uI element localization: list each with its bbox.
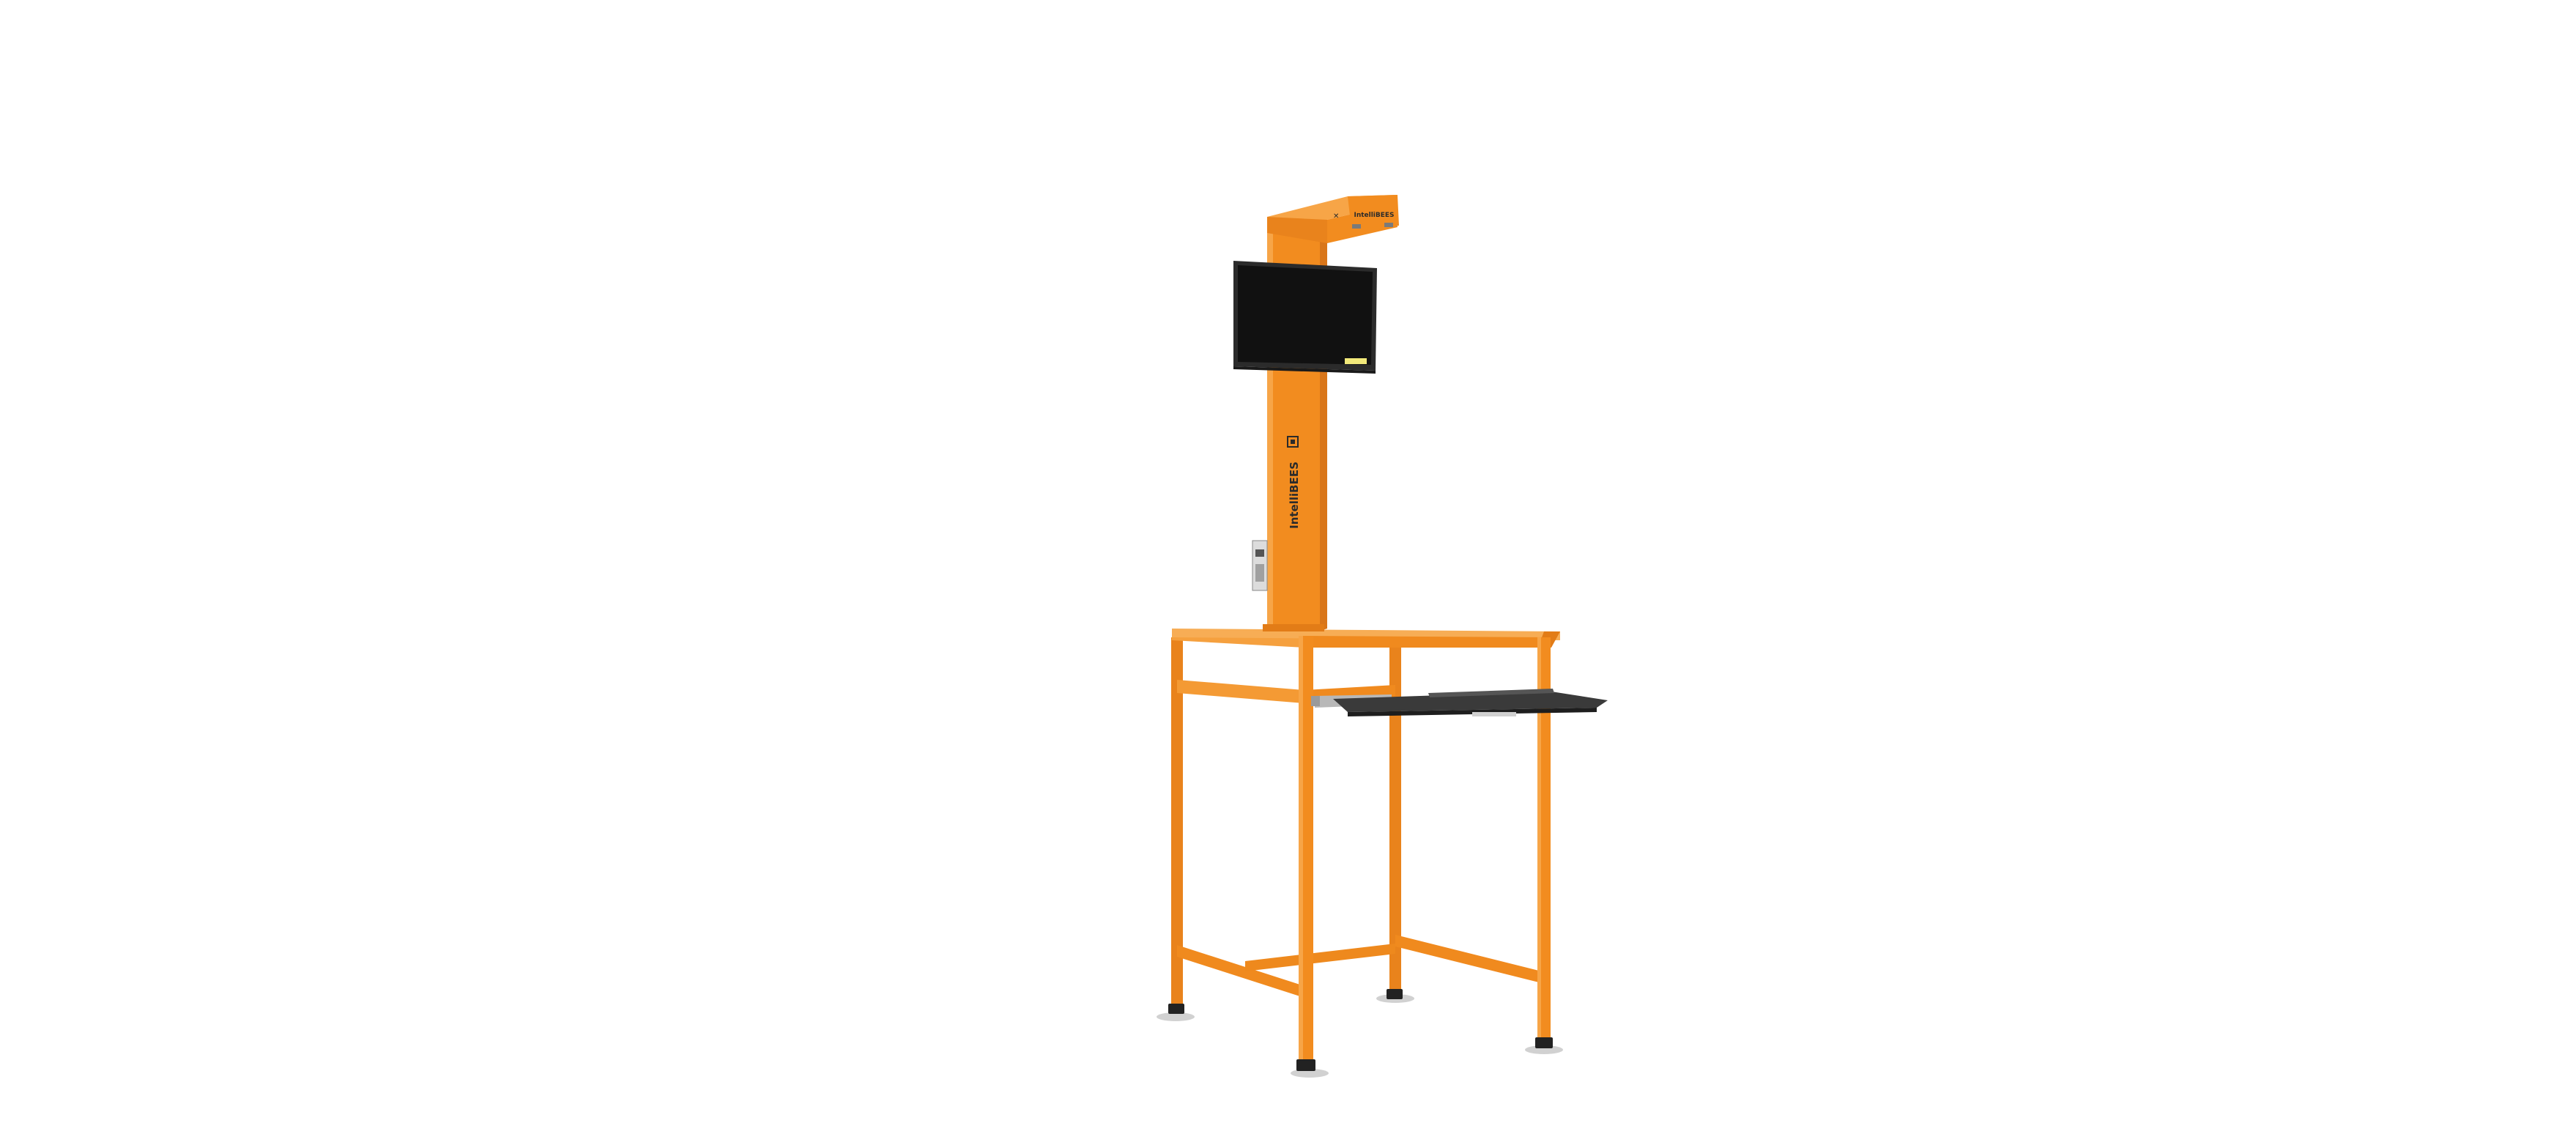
head-brand-text: IntelliBEES [1354, 212, 1394, 219]
foot-front-left [1296, 1059, 1315, 1071]
foot-back-right [1387, 989, 1403, 999]
top-rail-front [1304, 636, 1551, 648]
overhead-arm: IntelliBEES ✕ [1267, 195, 1399, 243]
column-base [1263, 624, 1324, 631]
monitor-label [1345, 358, 1367, 364]
bottom-rail-right [1395, 935, 1542, 983]
camera-head [1348, 195, 1399, 229]
leg-back-right [1389, 645, 1401, 995]
bottom-rail-left [1177, 945, 1304, 998]
bottom-rail-back [1245, 944, 1395, 971]
shelf-top [1333, 692, 1608, 712]
keyboard-shelf [1311, 689, 1608, 716]
arm-logo-icon: ✕ [1333, 212, 1339, 221]
monitor-screen [1238, 265, 1373, 365]
mid-rail-left [1177, 680, 1304, 703]
monitor [1233, 261, 1377, 374]
column-brand-text: IntelliBEES [1288, 462, 1301, 529]
foot-back-left [1168, 1004, 1184, 1014]
shelf-bracket [1472, 712, 1516, 716]
feet [1168, 989, 1553, 1071]
leg-back-left [1171, 637, 1183, 1011]
foot-front-right [1535, 1037, 1553, 1048]
table-frame [1168, 629, 1560, 1071]
column-brand-logo: IntelliBEES [1287, 436, 1301, 529]
